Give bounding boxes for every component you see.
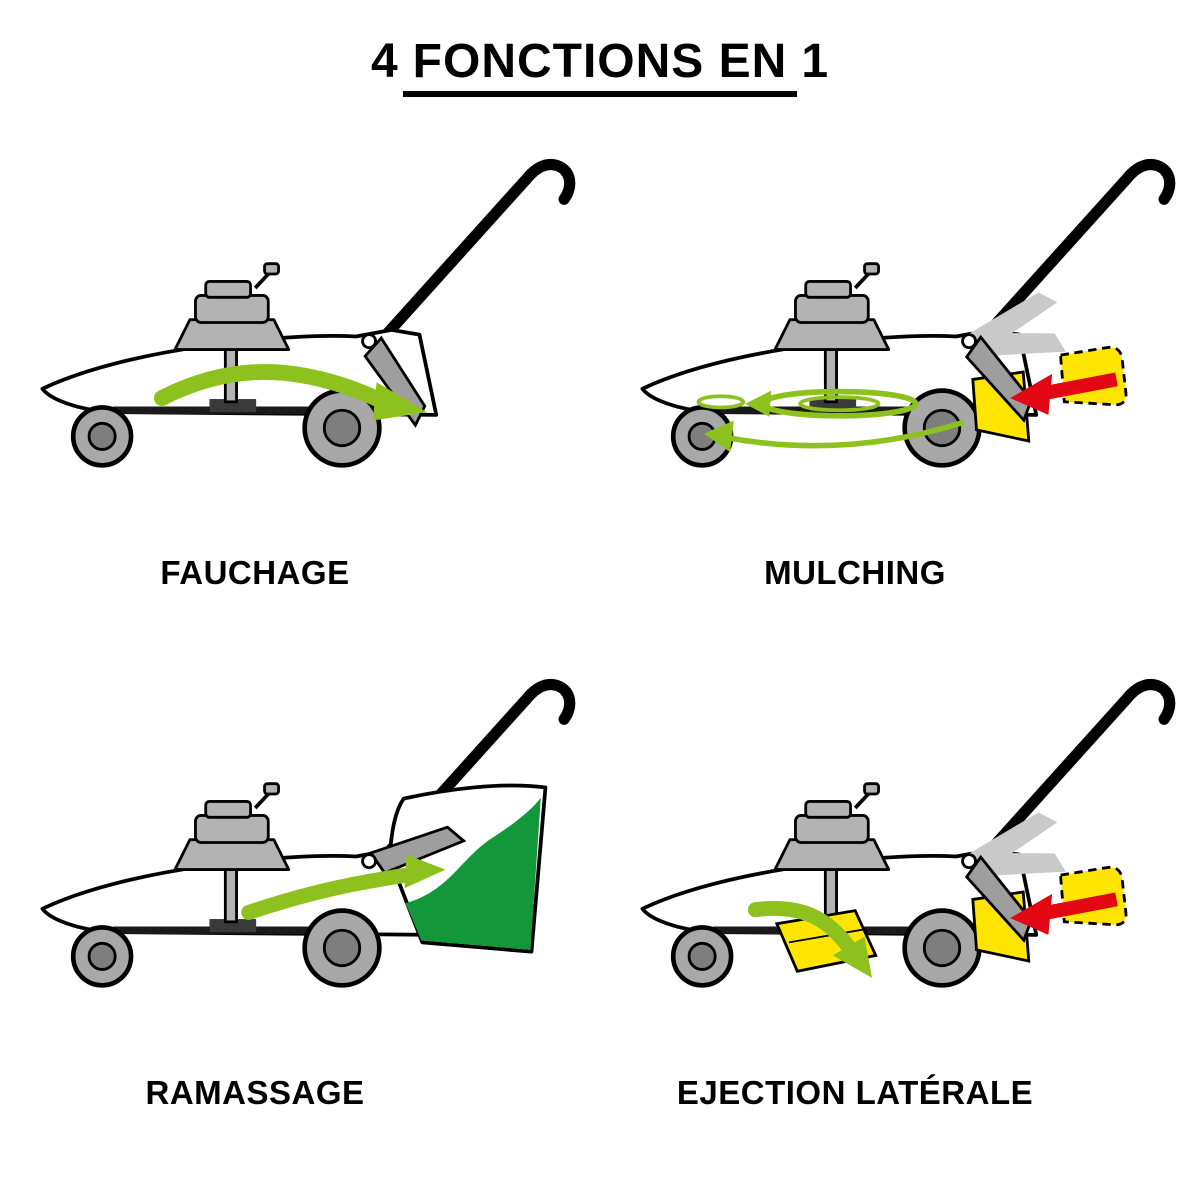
flap-hinge-icon	[361, 333, 378, 350]
flap-hinge-icon	[961, 333, 977, 350]
mower-figure	[642, 164, 1169, 465]
title-suffix: 1	[801, 35, 830, 88]
mulch-plug-kit-icon	[962, 287, 1126, 441]
flap-hinge-icon	[361, 853, 378, 870]
grass-catcher-bag-icon	[387, 783, 548, 954]
quadrant-ramassage: RAMASSAGE	[0, 625, 600, 1145]
mower-grass-catcher-icon	[20, 651, 580, 1006]
mower-rear-discharge-icon	[20, 131, 580, 486]
recirculation-arrows-green	[696, 388, 965, 453]
quadrant-ejection-laterale: EJECTION LATÉRALE	[600, 625, 1200, 1145]
mulch-plug-kit-icon	[962, 807, 1126, 961]
quadrant-label-fauchage: FAUCHAGE	[160, 554, 350, 591]
flap-hinge-icon	[961, 853, 977, 870]
grass-flow-arrow-green	[153, 364, 427, 421]
mower-side-chute-icon	[620, 651, 1180, 1006]
quadrant-label-ejection-laterale: EJECTION LATÉRALE	[676, 1074, 1034, 1111]
grass-flow-arrow-green	[241, 854, 446, 920]
title-prefix: 4	[370, 35, 399, 88]
mower-figure	[642, 684, 1169, 985]
quadrant-label-mulching: MULCHING	[764, 554, 946, 591]
quadrant-mulching: MULCHING	[600, 105, 1200, 625]
quadrant-label-ramassage: RAMASSAGE	[145, 1074, 365, 1111]
grass-flow-arrow-green	[747, 901, 872, 978]
quadrant-grid: FAUCHAGE MULCHING	[0, 105, 1200, 1145]
mower-mulching-plug-icon	[620, 131, 1180, 486]
quadrant-fauchage: FAUCHAGE	[0, 105, 600, 625]
title-underlined: FONCTIONS EN	[402, 34, 798, 97]
mower-figure	[42, 164, 569, 465]
